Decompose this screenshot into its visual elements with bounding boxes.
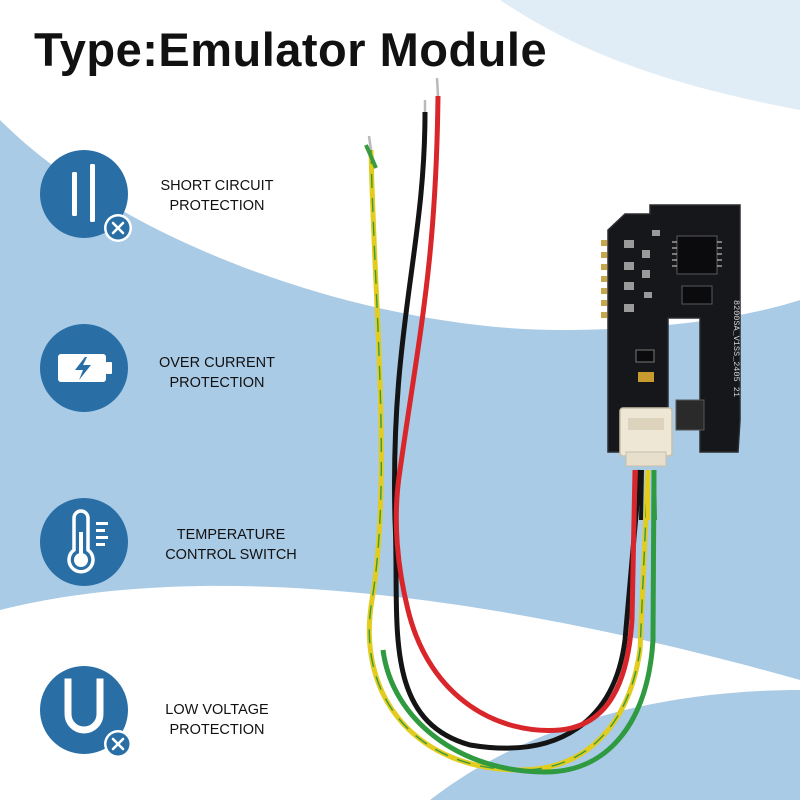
short-circuit-icon [40, 150, 132, 242]
feature-label-short-circuit: SHORT CIRCUIT PROTECTION [132, 176, 302, 216]
feature-label-over-current: OVER CURRENT PROTECTION [132, 353, 302, 393]
battery-bolt-icon [40, 324, 128, 412]
feature-label-line: CONTROL SWITCH [165, 547, 297, 563]
feature-label-line: TEMPERATURE [176, 527, 286, 543]
board-silkscreen-text: 8200SA_V1SS_2405 21 [731, 300, 741, 397]
feature-label-line: PROTECTION [169, 722, 265, 738]
thermometer-icon [40, 498, 128, 586]
emulator-module-photo: 8200SA_V1SS_2405 21 [364, 77, 741, 775]
feature-label-line: SHORT CIRCUIT [160, 178, 274, 194]
feature-label-line: PROTECTION [169, 375, 265, 391]
feature-label-temperature: TEMPERATURE CONTROL SWITCH [146, 525, 316, 565]
voltage-u-icon [40, 666, 132, 758]
feature-label-line: OVER CURRENT [158, 355, 275, 371]
page-title: Type:Emulator Module [34, 23, 548, 76]
feature-label-line: PROTECTION [169, 198, 265, 214]
feature-label-low-voltage: LOW VOLTAGE PROTECTION [132, 700, 302, 740]
feature-label-line: LOW VOLTAGE [165, 702, 269, 718]
